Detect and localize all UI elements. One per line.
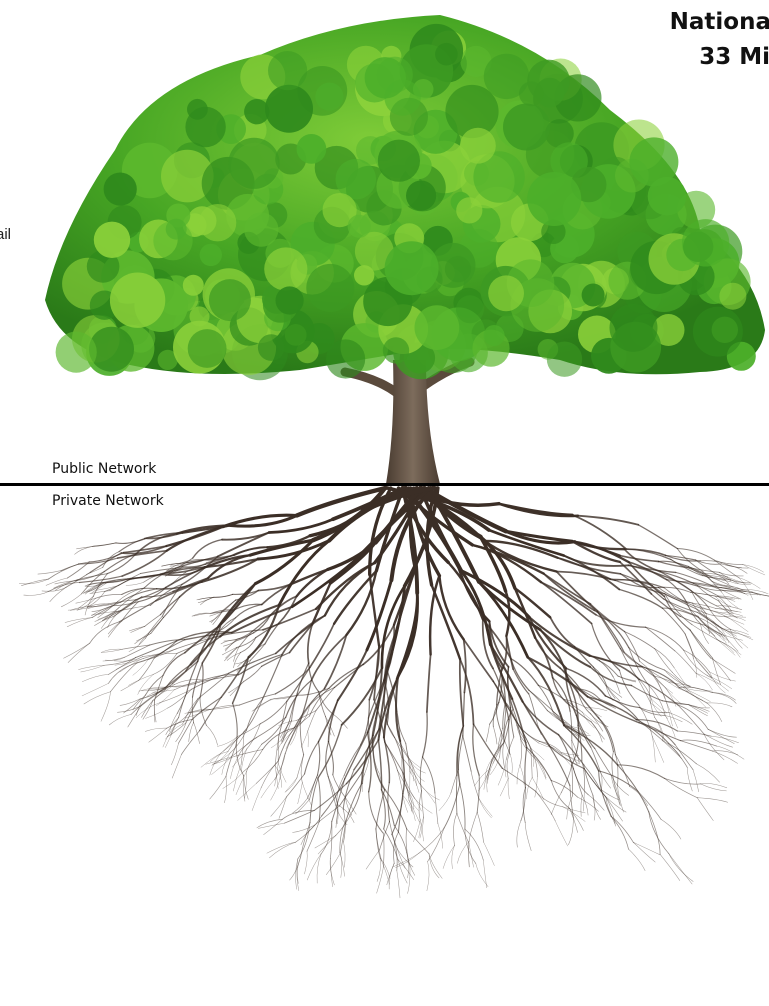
title-line-1: Nationa bbox=[670, 11, 769, 34]
network-divider-line bbox=[0, 483, 769, 486]
tree-roots bbox=[19, 488, 769, 898]
private-network-label: Private Network bbox=[52, 494, 164, 508]
clipped-side-text: ail bbox=[0, 226, 11, 243]
title-line-2: 33 Mi bbox=[699, 46, 769, 69]
tree-canopy bbox=[45, 15, 765, 380]
public-network-label: Public Network bbox=[52, 462, 156, 476]
